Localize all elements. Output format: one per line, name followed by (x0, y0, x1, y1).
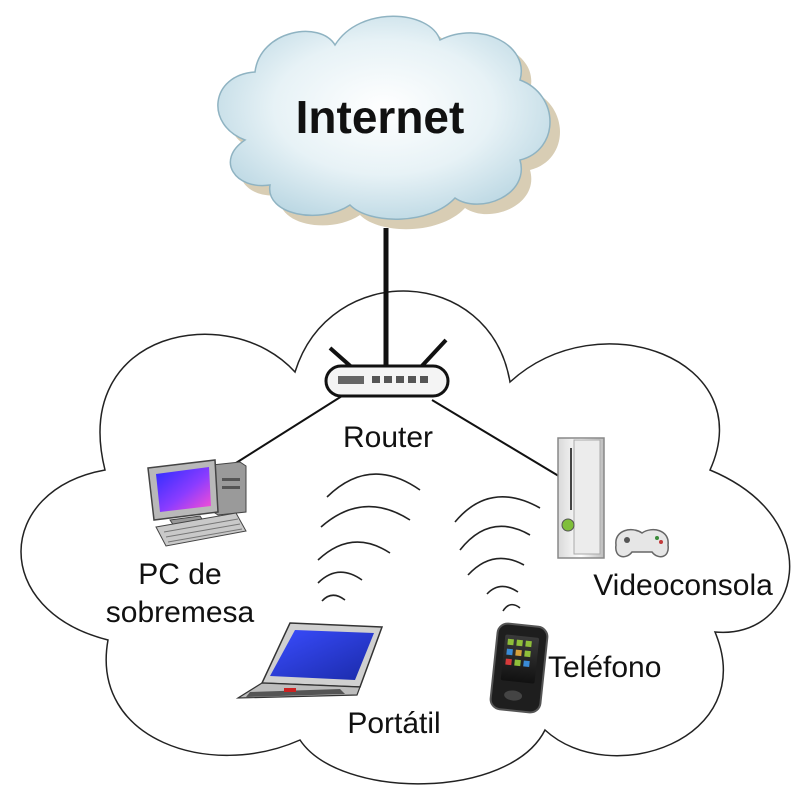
desktop-label-line2: sobremesa (106, 596, 255, 629)
router-label: Router (343, 421, 433, 454)
internet-cloud: Internet (218, 16, 560, 229)
desktop-computer-icon (148, 460, 246, 546)
phone-label: Teléfono (548, 651, 661, 684)
gamepad-icon (616, 530, 668, 557)
smartphone-icon (490, 623, 549, 714)
desktop-label-line1: PC de (138, 558, 221, 591)
console-label: Videoconsola (593, 569, 773, 602)
laptop-label: Portátil (347, 707, 440, 740)
internet-label: Internet (296, 91, 465, 143)
game-console-icon (558, 438, 604, 558)
